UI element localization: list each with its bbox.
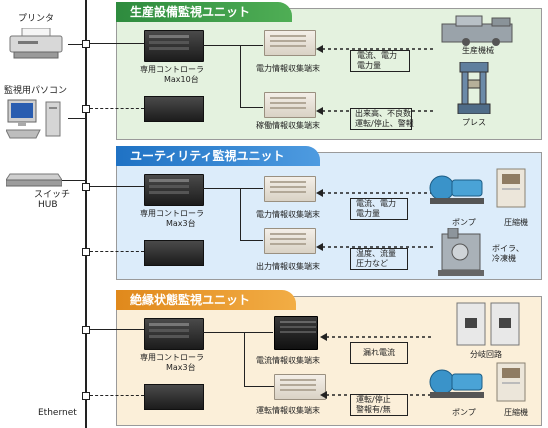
terminal-label: 電力情報収集端末 xyxy=(256,210,320,219)
printer-icon xyxy=(8,27,64,60)
link-line xyxy=(244,386,274,387)
machine-label: 圧縮機 xyxy=(504,218,528,227)
machine-label: ポンプ xyxy=(452,218,476,227)
controller-max: Max3台 xyxy=(166,363,196,372)
terminal-label: 稼働情報収集端末 xyxy=(256,121,320,130)
link-line xyxy=(240,188,241,240)
machine-label: 圧縮機 xyxy=(504,408,528,417)
controller-max: Max10台 xyxy=(164,75,199,84)
terminal-label: 運転情報収集端末 xyxy=(256,406,320,415)
data-flow-arrow xyxy=(316,236,434,251)
terminal-label: 電流情報収集端末 xyxy=(256,356,320,365)
controller-icon xyxy=(144,96,204,122)
link-line-dashed xyxy=(90,251,144,252)
pc-label: 監視用パソコン xyxy=(4,86,68,96)
port-square xyxy=(82,40,90,48)
unit-title: 絶縁状態監視ユニット xyxy=(130,293,251,307)
compressor-icon xyxy=(496,168,526,208)
controller-icon xyxy=(144,30,204,62)
link-line xyxy=(244,332,245,386)
port-square xyxy=(82,326,90,334)
pc-icon xyxy=(5,98,68,142)
link-line xyxy=(240,107,263,108)
link-line xyxy=(203,45,263,46)
unit-title: 生産設備監視ユニット xyxy=(130,5,251,19)
data-bracket: 運転/停止 警報有/無 xyxy=(350,394,408,416)
data-flow-arrow xyxy=(320,326,434,341)
controller-icon xyxy=(144,240,204,266)
link-line-dashed xyxy=(90,108,144,109)
terminal-icon xyxy=(264,228,316,254)
data-flow-arrow xyxy=(316,38,434,53)
pump-icon xyxy=(428,170,486,206)
unit-header-insulation: 絶縁状態監視ユニット xyxy=(116,290,296,310)
switch-label: スイッチ xyxy=(34,190,71,200)
data-bracket: 電流、電力 電力量 xyxy=(350,198,408,220)
machine-label: 生産機械 xyxy=(462,46,494,55)
machine-label: ボイラ、 xyxy=(492,244,524,253)
link-line xyxy=(203,332,273,333)
switch-icon xyxy=(5,172,63,188)
unit-header-utility: ユーティリティ監視ユニット xyxy=(116,146,320,166)
terminal-label: 電力情報収集端末 xyxy=(256,64,320,73)
data-bracket: 温度、流量 圧力など xyxy=(350,248,408,270)
unit-title: ユーティリティ監視ユニット xyxy=(130,149,285,163)
port-square xyxy=(82,105,90,113)
unit-header-production: 生産設備監視ユニット xyxy=(116,2,292,22)
link-line xyxy=(90,43,144,44)
backbone-to-printer xyxy=(68,44,86,45)
controller-label: 専用コントローラ xyxy=(140,65,204,74)
machine-label: ポンプ xyxy=(452,408,476,417)
backbone-to-pc xyxy=(68,118,86,119)
port-square xyxy=(82,392,90,400)
controller-max: Max3台 xyxy=(166,219,196,228)
controller-icon xyxy=(144,318,204,350)
breaker-icon xyxy=(456,302,520,346)
terminal-icon xyxy=(274,316,318,350)
terminal-label: 出力情報収集端末 xyxy=(256,262,320,271)
data-bracket: 漏れ電流 xyxy=(350,342,408,364)
controller-icon xyxy=(144,384,204,410)
port-square xyxy=(82,183,90,191)
link-line xyxy=(90,329,144,330)
machine-label: 分岐回路 xyxy=(470,350,502,359)
controller-label: 専用コントローラ xyxy=(140,353,204,362)
data-bracket: 出来高、不良数 運転/停止、警報 xyxy=(350,108,414,130)
machine-label: プレス xyxy=(462,118,486,127)
port-square xyxy=(82,248,90,256)
machine-icon xyxy=(436,14,526,48)
ethernet-label: Ethernet xyxy=(38,408,77,418)
data-flow-arrow xyxy=(316,100,434,115)
link-line xyxy=(240,45,241,107)
link-line xyxy=(203,188,263,189)
controller-icon xyxy=(144,174,204,206)
data-bracket: 電流、電力 電力量 xyxy=(350,50,410,72)
data-flow-arrow xyxy=(320,384,434,399)
pump-icon xyxy=(428,364,486,400)
terminal-icon xyxy=(264,176,316,202)
link-line-dashed xyxy=(90,395,144,396)
ethernet-backbone xyxy=(85,0,87,428)
boiler-icon xyxy=(438,227,484,276)
terminal-icon xyxy=(264,30,316,56)
link-line xyxy=(240,240,263,241)
switch-hub-label: HUB xyxy=(38,200,58,210)
compressor-icon xyxy=(496,362,526,402)
link-line xyxy=(90,186,144,187)
data-flow-arrow xyxy=(316,182,434,197)
terminal-icon xyxy=(274,374,326,400)
backbone-to-switch xyxy=(62,180,86,181)
machine-label: 冷凍機 xyxy=(492,254,516,263)
terminal-icon xyxy=(264,92,316,118)
printer-label: プリンタ xyxy=(18,14,55,24)
controller-label: 専用コントローラ xyxy=(140,209,204,218)
press-icon xyxy=(456,61,492,115)
